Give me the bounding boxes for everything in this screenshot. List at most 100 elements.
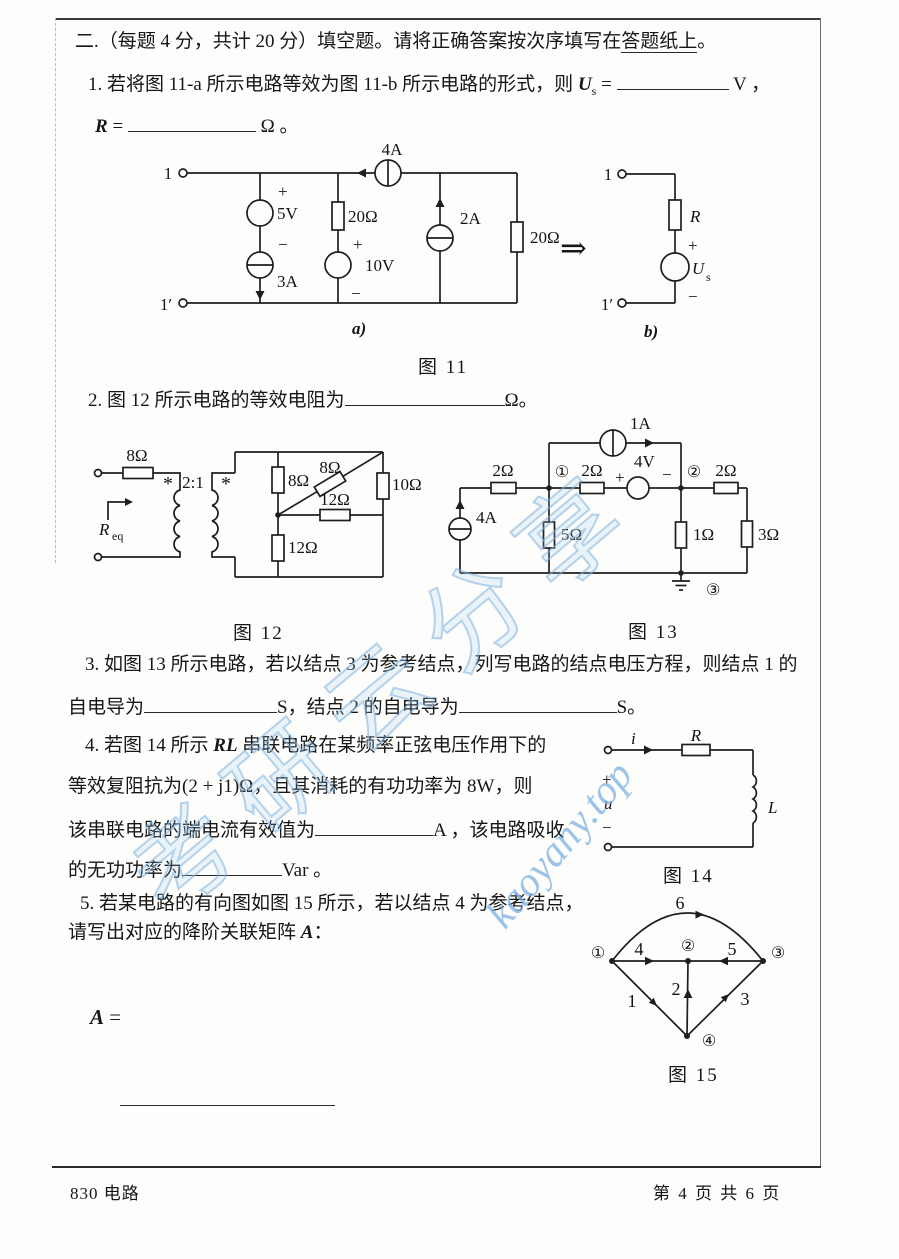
q5-var-a: A	[300, 922, 314, 943]
label-8ohm-series: 8Ω	[126, 446, 147, 465]
page-border-left	[55, 18, 56, 563]
node-2-dot	[678, 485, 684, 491]
node-4-dot	[684, 1033, 690, 1039]
terminal-1	[617, 169, 627, 179]
q5-text-2: 请写出对应的降阶关联矩阵	[68, 922, 297, 943]
figure-15-caption: 图 15	[668, 1065, 719, 1086]
figure-12-circuit: 8Ω * 2:1 * R eq 8Ω 8Ω 10Ω 12Ω 12Ω	[93, 446, 422, 578]
network-box	[234, 451, 384, 578]
req-arrow-line	[107, 501, 126, 520]
arrow-edge-5	[719, 956, 728, 966]
q4-blank-current	[315, 816, 434, 836]
arrow-left-4a	[357, 168, 366, 178]
resistor-5ohm	[542, 521, 556, 549]
q5-text-3: ：	[313, 922, 333, 943]
figure-11a-circuit: 1 1′ + 5V − 3A 20Ω + 10V − 4A 2A 20Ω a)	[160, 140, 560, 338]
req-arrow-head	[125, 498, 133, 506]
q1-equals: =	[601, 74, 612, 95]
q2-blank	[344, 386, 505, 406]
diagonal-wire	[342, 451, 384, 478]
node-1-dot	[609, 958, 615, 964]
q2-text: 2. 图 12 所示电路的等效电阻为	[88, 390, 345, 411]
label-3a: 3A	[277, 272, 299, 291]
label-subfig-b: b)	[644, 322, 658, 341]
label-plus: +	[602, 770, 612, 789]
arrow-edge-4	[645, 956, 654, 966]
label-edge-3: 3	[741, 989, 750, 1009]
label-minus: −	[602, 818, 612, 837]
node-3-dot	[760, 958, 766, 964]
label-plus-4v: +	[615, 468, 625, 487]
resistor-3ohm	[740, 520, 754, 548]
node-1-dot	[546, 485, 552, 491]
arrow-edge-2	[683, 989, 693, 998]
q4-blank-reactive	[182, 856, 283, 876]
q1-blank-us	[616, 70, 729, 90]
label-us-sub: s	[706, 270, 711, 284]
resistor-20ohm-2	[510, 221, 524, 253]
figure-13-caption: 图 13	[628, 622, 679, 643]
answer-line	[120, 1105, 335, 1106]
label-10ohm: 10Ω	[392, 475, 422, 494]
q1-equals-2: =	[112, 116, 124, 137]
label-edge-4: 4	[635, 939, 644, 959]
label-plus: +	[688, 236, 698, 255]
resistor-2ohm-right	[713, 481, 739, 495]
q5-text-1: 5. 若某电路的有向图如图 15 所示，若以结点 4 为参考结点，	[80, 893, 584, 914]
input-terminal-bottom	[93, 552, 103, 562]
terminal-1-prime	[178, 298, 188, 308]
arrow-up-2a	[435, 198, 445, 207]
voltage-source-5v	[246, 199, 274, 227]
q3-text: 3. 如图 13 所示电路，若以结点 3 为参考结点，列写电路的结点电压方程，则…	[85, 654, 798, 675]
question-5-line-1: 5. 若某电路的有向图如图 15 所示，若以结点 4 为参考结点，	[80, 892, 584, 916]
voltage-source-10v	[324, 251, 352, 279]
label-4a: 4A	[476, 508, 498, 527]
question-4-line-2: 等效复阻抗为(2 + j1)Ω，且其消耗的有功功率为 8W，则	[68, 775, 532, 799]
label-minus-10v: −	[351, 284, 361, 303]
ground-symbol	[672, 570, 690, 591]
resistor-r	[681, 743, 711, 757]
label-1a: 1A	[630, 414, 652, 433]
label-node-2: ②	[681, 938, 695, 955]
label-20ohm-1: 20Ω	[348, 207, 378, 226]
q4-text-3: 等效复阻抗为(2 + j1)Ω，且其消耗的有功功率为 8W，则	[68, 776, 533, 797]
label-4a: 4A	[382, 140, 404, 159]
matrix-answer-lead: A =	[90, 1004, 121, 1030]
q4-text-4: 该串联电路的端电流有效值为	[68, 820, 316, 841]
label-edge-5: 5	[728, 939, 737, 959]
label-plus-5v: +	[278, 182, 288, 201]
label-1ohm: 1Ω	[693, 525, 714, 544]
wires	[626, 173, 676, 304]
label-u: u	[604, 794, 613, 813]
resistor-r	[668, 199, 682, 231]
question-3-line-1: 3. 如图 13 所示电路，若以结点 3 为参考结点，列写电路的结点电压方程，则…	[85, 653, 798, 677]
figure-11b-circuit: 1 1′ R + U s − b)	[601, 165, 711, 341]
page-border-right	[820, 18, 821, 1167]
q3-text-4: S。	[616, 697, 647, 718]
label-subfig-a: a)	[352, 319, 366, 338]
label-minus: −	[688, 287, 698, 306]
implies-arrow: ⇒	[560, 228, 587, 268]
q4-text-7: Var 。	[282, 860, 333, 881]
footer-rule	[52, 1166, 821, 1168]
q4-text-2: 串联电路在某频率正弦电压作用下的	[242, 735, 547, 756]
label-terminal-1p: 1′	[601, 295, 613, 314]
q1-unit-v: V ，	[732, 74, 771, 95]
figure-11-caption: 图 11	[418, 357, 469, 378]
node-2-dot	[685, 958, 691, 964]
voltage-source-4v	[626, 476, 650, 500]
resistor-8ohm-vertical	[271, 466, 285, 494]
arrow-up-4a	[455, 500, 465, 509]
q1-text: 1. 若将图 11-a 所示电路等效为图 11-b 所示电路的形式，则	[88, 74, 574, 95]
label-terminal-1: 1	[164, 164, 173, 183]
label-plus-10v: +	[353, 235, 363, 254]
section-header-suffix: 。	[697, 31, 717, 52]
current-arrow	[644, 745, 653, 755]
label-l: L	[767, 798, 777, 817]
q1-var-r: R	[95, 116, 108, 137]
label-turns-ratio: 2:1	[182, 473, 204, 492]
diagonal-wire	[277, 490, 318, 516]
resistor-8ohm-diagonal	[313, 470, 347, 498]
matrix-equals: =	[109, 1005, 122, 1029]
